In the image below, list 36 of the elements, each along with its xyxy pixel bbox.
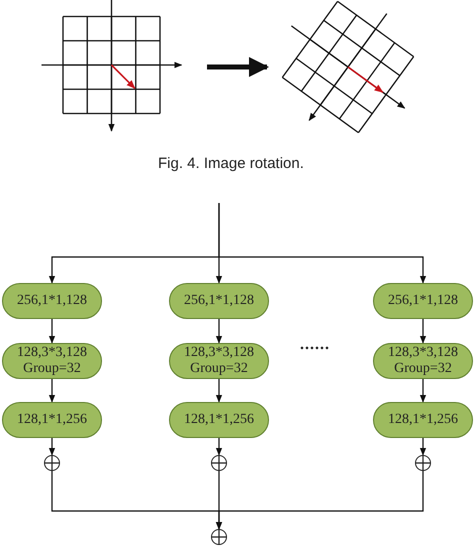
layer-label: 128,1*1,256 xyxy=(16,412,88,428)
layer-label: 256,1*1,128 xyxy=(183,293,255,309)
layer-box xyxy=(373,343,473,379)
sum-symbol xyxy=(44,455,60,471)
layer-box xyxy=(169,343,269,379)
arrow xyxy=(216,471,424,530)
layer-box xyxy=(169,283,269,319)
arrow xyxy=(216,379,222,403)
arrow xyxy=(48,438,56,456)
arrow xyxy=(420,319,426,344)
arrow xyxy=(218,203,426,284)
layer-box xyxy=(2,283,102,319)
layer-label: 256,1*1,128 xyxy=(387,293,459,309)
layer-label: 128,3*3,128 Group=32 xyxy=(387,345,459,377)
layer-box xyxy=(169,402,269,438)
layer-label: 128,3*3,128 Group=32 xyxy=(16,345,88,377)
arrow xyxy=(216,319,222,344)
layer-box xyxy=(2,343,102,379)
figure-caption: Fig. 4. Image rotation. xyxy=(158,155,304,172)
arrow xyxy=(216,438,222,456)
arrow xyxy=(48,319,56,344)
layer-box xyxy=(2,402,102,438)
sum-symbol xyxy=(211,529,227,545)
layer-label: 128,3*3,128 Group=32 xyxy=(183,345,255,377)
arrow xyxy=(207,57,269,77)
layer-label: 256,1*1,128 xyxy=(16,293,88,309)
layer-label: 128,1*1,256 xyxy=(183,412,255,428)
layer-box xyxy=(373,283,473,319)
ellipsis-label: ...... xyxy=(300,336,330,354)
arrow xyxy=(420,438,426,456)
sum-symbol xyxy=(211,455,227,471)
sum-symbol xyxy=(415,455,431,471)
arrow xyxy=(48,379,56,403)
arrow xyxy=(420,379,426,403)
layer-label: 128,1*1,256 xyxy=(387,412,459,428)
layer-box xyxy=(373,402,473,438)
